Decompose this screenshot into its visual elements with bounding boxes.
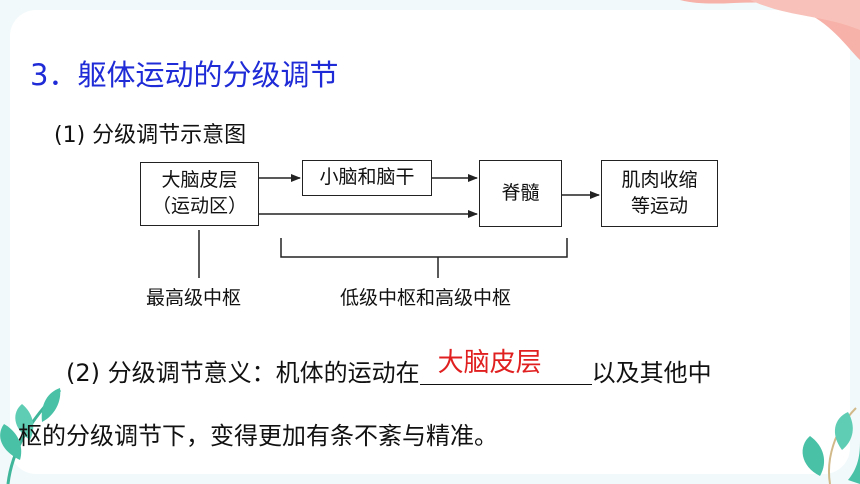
meaning-line-1: (2) 分级调节意义：机体的运动在大脑皮层 以及其他中 [66,348,712,388]
label-lower-and-higher-centers: 低级中枢和高级中枢 [340,287,512,309]
cerebellum-box: 小脑和脑干 [302,160,432,196]
meaning-line-2: 枢的分级调节下，变得更加有条不紊与精准。 [18,422,498,450]
muscle-box: 肌肉收缩 等运动 [601,160,718,227]
section-title: 3．躯体运动的分级调节 [30,58,339,92]
spinal-cord-box: 脊髓 [479,160,562,227]
answer-text: 大脑皮层 [437,348,542,378]
coral-corner-decoration [680,0,860,60]
leaf-decoration-right [802,407,860,484]
meaning-text-before: (2) 分级调节意义：机体的运动在 [66,359,420,387]
diagram-caption: (1) 分级调节示意图 [54,123,247,148]
slide-card [10,10,850,474]
muscle-box-line1: 肌肉收缩 [621,168,698,191]
cortex-box-line1: 大脑皮层 [161,169,238,192]
label-highest-center: 最高级中枢 [146,287,242,309]
leaf-decoration-left [0,388,62,484]
bracket-lower [280,238,568,258]
meaning-text-after: 以及其他中 [591,359,712,387]
cortex-box: 大脑皮层 （运动区） [140,162,259,226]
cortex-box-line2: （运动区） [151,195,247,217]
spinal-cord-box-label: 脊髓 [501,181,540,204]
cerebellum-box-label: 小脑和脑干 [319,166,415,189]
muscle-box-line2: 等运动 [630,194,688,217]
answer-blank: 大脑皮层 [419,348,592,385]
